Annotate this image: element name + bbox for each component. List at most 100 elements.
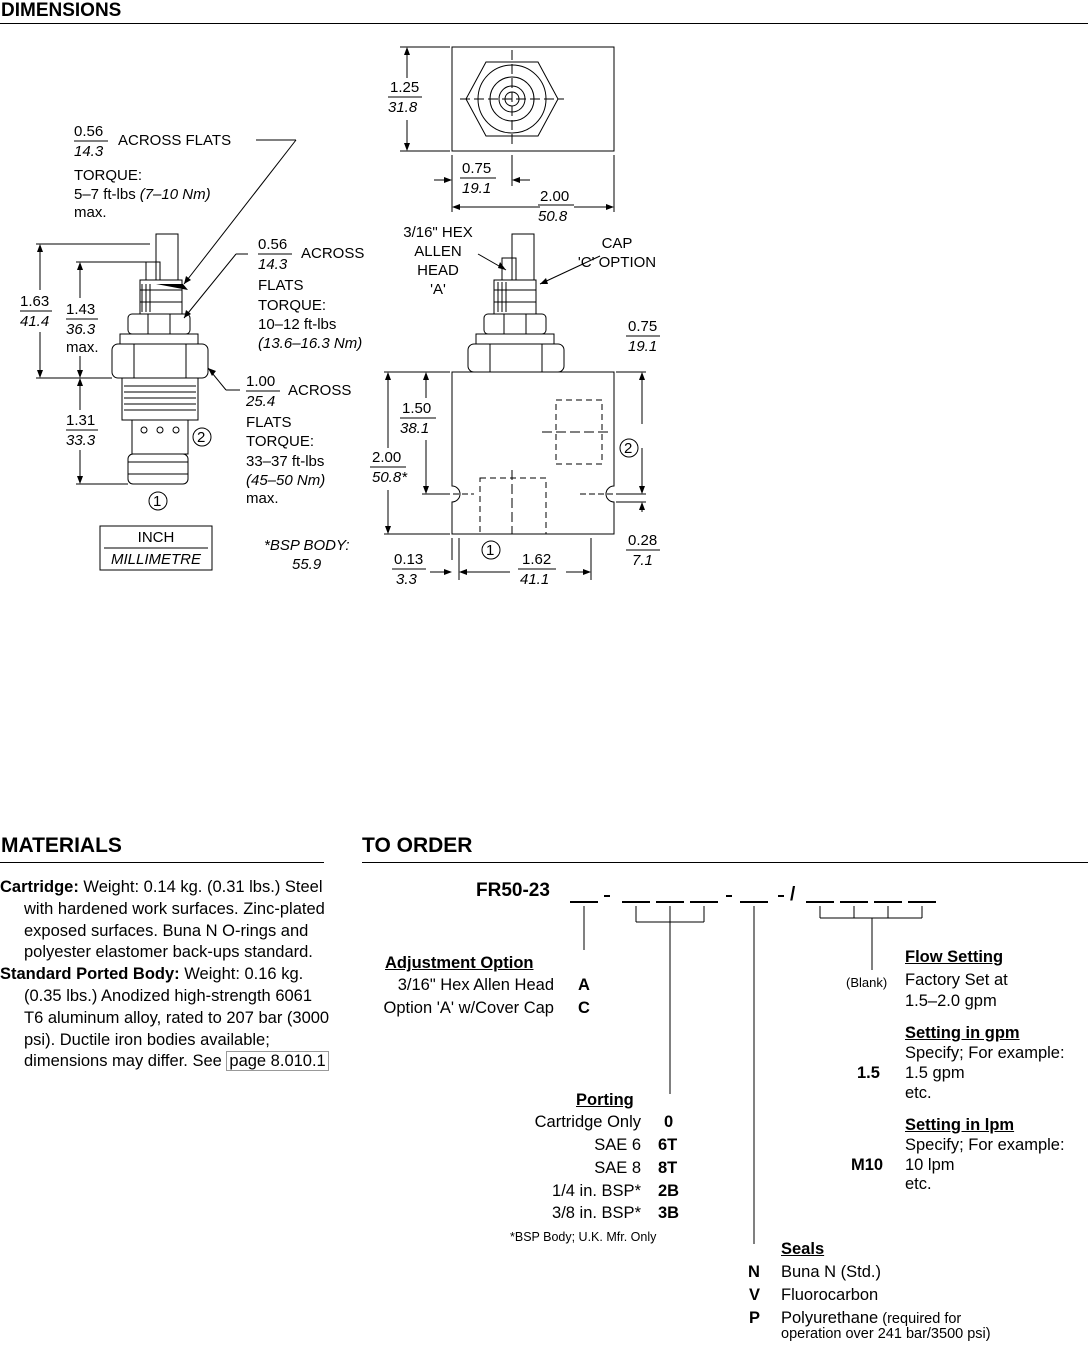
height-total-inch: 1.63 bbox=[20, 293, 49, 310]
side-mount-inch: 1.62 bbox=[522, 551, 551, 568]
seal-v-code: V bbox=[749, 1286, 761, 1304]
seal-n-code: N bbox=[748, 1263, 760, 1281]
height-max-note: max. bbox=[66, 339, 99, 356]
flow-lpm-code: M10 bbox=[851, 1156, 884, 1174]
flats2-mm: 14.3 bbox=[258, 256, 288, 273]
flats2-inch: 0.56 bbox=[258, 236, 287, 253]
side-body-upper-inch: 1.50 bbox=[402, 400, 431, 417]
flats1-inch: 0.56 bbox=[74, 123, 103, 140]
flats1-max: max. bbox=[74, 204, 107, 221]
flow-gpm-title: Setting in gpm bbox=[905, 1024, 1020, 1042]
flats1-torque-value: 5–7 ft-lbs(7–10 Nm) bbox=[74, 186, 211, 203]
hex-note-2: ALLEN bbox=[414, 243, 462, 260]
side-body-height-inch: 2.00 bbox=[372, 449, 401, 466]
flats2-label: ACROSS bbox=[301, 245, 364, 262]
to-order-heading: TO ORDER bbox=[362, 834, 473, 857]
adjustment-option-c-code: C bbox=[578, 999, 590, 1017]
materials-rule bbox=[0, 862, 324, 863]
flats1-torque-label: TORQUE: bbox=[74, 167, 142, 184]
side-body-upper-mm: 38.1 bbox=[400, 420, 429, 437]
seal-p-code: P bbox=[749, 1309, 761, 1327]
materials-body: Standard Ported Body: Weight: 0.16 kg. (… bbox=[0, 965, 330, 1072]
flow-blank-text2: 1.5–2.0 gpm bbox=[905, 992, 997, 1010]
order-code-diagram: / bbox=[570, 884, 936, 1244]
hex-note-1: 3/16" HEX bbox=[403, 224, 473, 241]
cap-note-2: 'C' OPTION bbox=[578, 254, 656, 271]
seals-title: Seals bbox=[781, 1240, 825, 1258]
flow-gpm-text3: etc. bbox=[905, 1084, 932, 1102]
seal-n-label: Buna N (Std.) bbox=[781, 1263, 881, 1281]
porting-option-1-code: 6T bbox=[658, 1136, 678, 1154]
side-right-bottom-inch: 0.28 bbox=[628, 532, 657, 549]
porting-option-4-code: 3B bbox=[658, 1204, 680, 1222]
flats3-inch: 1.00 bbox=[246, 373, 275, 390]
porting-option-3-code: 2B bbox=[658, 1182, 680, 1200]
top-center-mm: 19.1 bbox=[462, 180, 491, 197]
porting-option-0-label: Cartridge Only bbox=[534, 1113, 641, 1131]
side-right-top-mm: 19.1 bbox=[628, 338, 657, 355]
porting-title: Porting bbox=[576, 1091, 634, 1109]
flats2-torque-nm: (13.6–16.3 Nm) bbox=[258, 335, 362, 352]
flow-lpm-text3: etc. bbox=[905, 1175, 932, 1193]
porting-option-2-label: SAE 8 bbox=[594, 1159, 641, 1177]
seal-p-note: operation over 241 bar/3500 psi) bbox=[781, 1326, 991, 1342]
flow-gpm-text2: 1.5 gpm bbox=[905, 1064, 965, 1082]
model-code: FR50-23 bbox=[476, 880, 550, 901]
porting-option-4-label: 3/8 in. BSP* bbox=[552, 1204, 641, 1222]
legend-inch: INCH bbox=[138, 529, 175, 546]
left-port-2: 2 bbox=[197, 429, 205, 446]
porting-option-0-code: 0 bbox=[664, 1113, 674, 1131]
body-top-view bbox=[451, 46, 615, 152]
bsp-note-2: 55.9 bbox=[292, 556, 322, 573]
cartridge-side-view bbox=[111, 233, 209, 485]
left-port-1: 1 bbox=[153, 493, 161, 510]
flow-blank-text1: Factory Set at bbox=[905, 971, 1008, 989]
page-link[interactable]: page 8.010.1 bbox=[226, 1051, 329, 1072]
flow-lpm-title: Setting in lpm bbox=[905, 1116, 1015, 1134]
side-right-bottom-mm: 7.1 bbox=[632, 552, 653, 569]
body-side-view bbox=[444, 233, 622, 535]
side-left-offset-mm: 3.3 bbox=[396, 571, 418, 588]
side-body-height-mm: 50.8* bbox=[372, 469, 408, 486]
materials-cartridge: Cartridge: Weight: 0.14 kg. (0.31 lbs.) … bbox=[0, 878, 325, 962]
flats1-mm: 14.3 bbox=[74, 143, 104, 160]
materials-text: Cartridge: Weight: 0.14 kg. (0.31 lbs.) … bbox=[0, 877, 330, 1073]
adjustment-option-a-code: A bbox=[578, 976, 590, 994]
adjustment-title: Adjustment Option bbox=[385, 954, 534, 972]
top-width-mm: 50.8 bbox=[538, 208, 568, 225]
height-max-inch: 1.43 bbox=[66, 301, 95, 318]
flats2-torque-value: 10–12 ft-lbs bbox=[258, 316, 336, 333]
side-left-offset-inch: 0.13 bbox=[394, 551, 423, 568]
flow-gpm-text1: Specify; For example: bbox=[905, 1044, 1065, 1062]
adjustment-option-c-label: Option 'A' w/Cover Cap bbox=[383, 999, 554, 1017]
hex-note-4: 'A' bbox=[430, 281, 446, 298]
side-port-2: 2 bbox=[624, 440, 632, 457]
flats1-label: ACROSS FLATS bbox=[118, 132, 231, 149]
top-center-inch: 0.75 bbox=[462, 160, 491, 177]
flow-blank-code: (Blank) bbox=[846, 975, 888, 990]
side-right-top-inch: 0.75 bbox=[628, 318, 657, 335]
dimension-drawing: 0.56 14.3 ACROSS FLATS TORQUE: 5–7 ft-lb… bbox=[20, 46, 660, 588]
flats3-label2: FLATS bbox=[246, 414, 292, 431]
legend-mm: MILLIMETRE bbox=[111, 551, 202, 568]
bsp-note-1: *BSP BODY: bbox=[264, 537, 350, 554]
flats2-torque-label: TORQUE: bbox=[258, 297, 326, 314]
flats3-label: ACROSS bbox=[288, 382, 351, 399]
flats3-mm: 25.4 bbox=[245, 393, 275, 410]
to-order-rule bbox=[362, 862, 1088, 863]
porting-option-2-code: 8T bbox=[658, 1159, 678, 1177]
flow-gpm-code: 1.5 bbox=[857, 1064, 880, 1082]
porting-note: *BSP Body; U.K. Mfr. Only bbox=[510, 1230, 657, 1244]
top-height-mm: 31.8 bbox=[388, 99, 418, 116]
side-mount-mm: 41.1 bbox=[520, 571, 549, 588]
hex-note-3: HEAD bbox=[417, 262, 459, 279]
svg-text:/: / bbox=[790, 884, 796, 905]
side-port-1: 1 bbox=[486, 542, 494, 559]
flats3-max: max. bbox=[246, 490, 279, 507]
top-width-inch: 2.00 bbox=[540, 188, 569, 205]
height-lower-mm: 33.3 bbox=[66, 432, 96, 449]
adjustment-option-a-label: 3/16" Hex Allen Head bbox=[397, 976, 554, 994]
seal-p-label: Polyurethane (required for bbox=[781, 1309, 962, 1327]
flats3-torque-label: TORQUE: bbox=[246, 433, 314, 450]
flats3-torque-nm: (45–50 Nm) bbox=[246, 472, 325, 489]
